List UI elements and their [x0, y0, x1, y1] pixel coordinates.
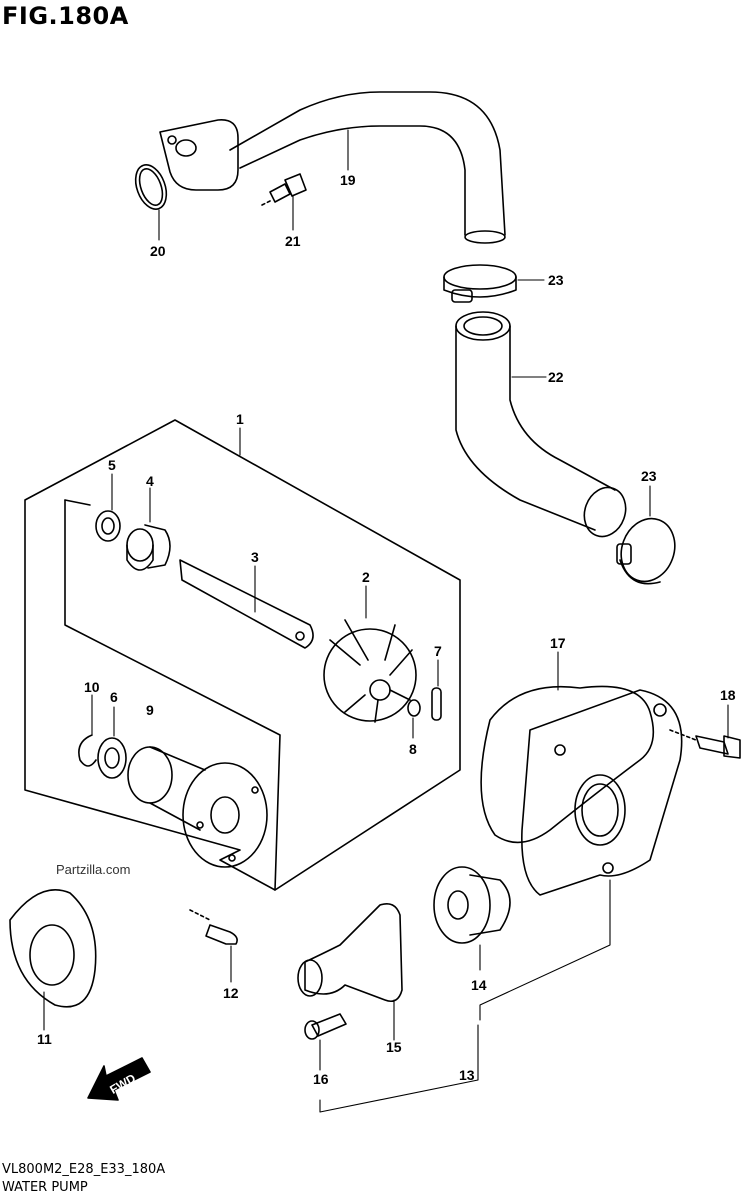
part-5-oil-seal[interactable]	[95, 510, 121, 542]
part-2-impeller[interactable]	[323, 619, 417, 723]
figure-title: FIG.180A	[2, 2, 129, 30]
callout-14: 14	[471, 977, 487, 993]
part-4-mechanical-seal[interactable]	[126, 524, 171, 571]
callout-9: 9	[146, 702, 154, 718]
figure-name: WATER PUMP	[2, 1180, 88, 1195]
part-7-pin[interactable]	[431, 687, 442, 721]
callout-1: 1	[236, 411, 244, 427]
callout-4: 4	[146, 473, 154, 489]
callout-10: 10	[84, 679, 100, 695]
part-12-screw[interactable]	[189, 909, 238, 945]
watermark-text: Partzilla.com	[56, 862, 131, 877]
callout-2: 2	[362, 569, 370, 585]
part-19-water-pipe[interactable]	[159, 91, 506, 244]
part-8-o-ring-small[interactable]	[407, 699, 421, 717]
fwd-direction-arrow: FWD	[87, 1057, 151, 1101]
callout-22: 22	[548, 369, 564, 385]
callout-12: 12	[223, 985, 239, 1001]
part-22-coolant-hose[interactable]	[455, 311, 632, 542]
part-21-bolt[interactable]	[261, 173, 307, 206]
part-6-bearing[interactable]	[97, 737, 127, 779]
callout-15: 15	[386, 1039, 402, 1055]
callout-16: 16	[313, 1071, 329, 1087]
part-16-bolt[interactable]	[304, 1013, 347, 1040]
leader-lines	[43, 129, 729, 1113]
callout-3: 3	[251, 549, 259, 565]
part-17-o-ring-gasket[interactable]	[480, 685, 655, 844]
callout-17: 17	[550, 635, 566, 651]
part-20-o-ring[interactable]	[130, 161, 172, 214]
callout-5: 5	[108, 457, 116, 473]
part-23-hose-clamp-lower[interactable]	[613, 511, 684, 589]
part-15-thermostat-cover[interactable]	[297, 902, 403, 1003]
part-10-circlip[interactable]	[78, 734, 97, 767]
part-1-assembly-outline	[24, 419, 461, 891]
figure-code: VL800M2_E28_E33_180A	[2, 1162, 166, 1177]
callout-11: 11	[37, 1031, 52, 1047]
part-23-hose-clamp-upper[interactable]	[443, 264, 517, 303]
callout-19: 19	[340, 172, 356, 188]
callout-6: 6	[110, 689, 118, 705]
part-14-thermostat[interactable]	[433, 866, 511, 944]
part-13-thermostat-housing[interactable]	[521, 689, 683, 896]
callout-20: 20	[150, 243, 166, 259]
callout-8: 8	[409, 741, 417, 757]
part-18-bolt[interactable]	[669, 729, 741, 759]
callout-21: 21	[285, 233, 301, 249]
callout-7: 7	[434, 643, 442, 659]
callout-23-lower: 23	[641, 468, 657, 484]
callout-23-upper: 23	[548, 272, 564, 288]
part-11-gasket[interactable]	[9, 889, 97, 1008]
callout-18: 18	[720, 687, 736, 703]
callout-labels: 1 2 3 4 5 6 7 8 9 10 11 12 13 14 15 16 1…	[37, 172, 736, 1087]
part-9-pump-case[interactable]	[127, 746, 268, 868]
part-3-impeller-shaft[interactable]	[179, 559, 314, 649]
callout-13: 13	[459, 1067, 475, 1083]
